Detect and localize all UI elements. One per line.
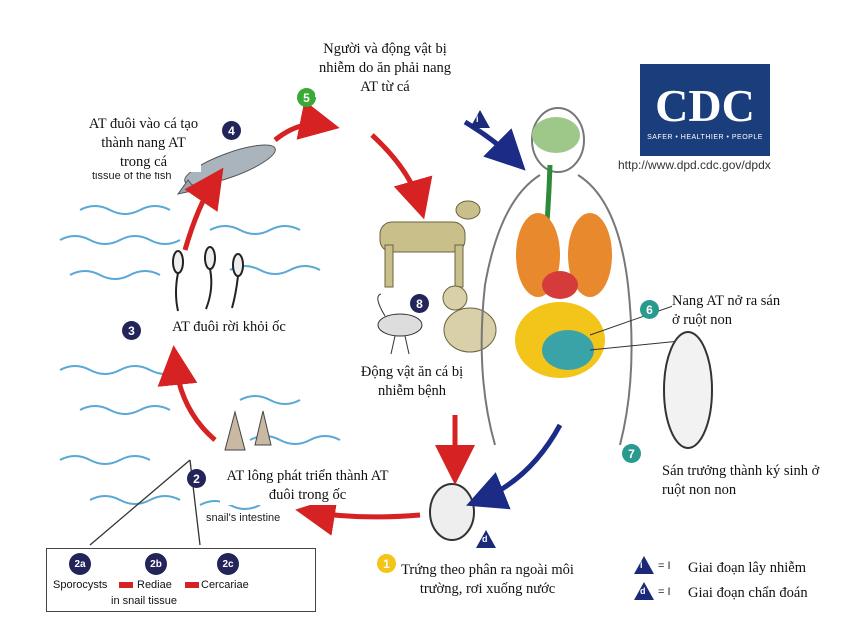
cdc-tagline: SAFER • HEALTHIER • PEOPLE [647,134,763,141]
stage-number-4: 4 [222,121,241,140]
label-stage-7: Sán trưởng thành ký sinh ở ruột non non [662,462,832,500]
snail-tissue-label: in snail tissue [111,595,178,607]
snail-icon [224,410,272,451]
bird-icon [377,293,423,355]
label-stage-5: Người và động vật bị nhiễm do ăn phải na… [315,40,455,97]
lung-right [568,213,612,297]
stage-number-1: 1 [377,554,396,573]
substage-cercariae: Cercariae [201,579,249,591]
cercariae-icon [172,246,244,312]
water-waves [59,205,341,510]
legend-infective-icon: i [634,556,654,574]
cdc-logo-text: CDC [655,80,755,131]
egg-icon [429,483,475,541]
legend-infective-equals: = I [658,560,671,572]
human-figure [480,107,633,446]
substage-2c-icon: 2c [217,553,239,575]
legend-diagnostic-icon: d [634,582,654,600]
label-stage-4: AT đuôi vào cá tạo thành nang AT trong c… [86,115,201,172]
stage-number-7: 7 [622,444,641,463]
dog-icon [379,200,481,288]
substage-rediae: Rediae [137,579,172,591]
source-url[interactable]: http://www.dpd.cdc.gov/dpdx [618,158,771,172]
fish-tissue-label: tissue of the fish [92,170,172,182]
stage-number-8: 8 [410,294,429,313]
cat-icon [442,285,497,353]
label-stage-2: AT lông phát triển thành AT đuôi trong ố… [220,467,395,505]
infective-marker-icon: i [470,110,490,128]
substage-2a-icon: 2a [69,553,91,575]
stage-number-6: 6 [640,300,659,319]
label-stage-3: AT đuôi rời khỏi ốc [146,318,312,337]
substage-2b-icon: 2b [145,553,167,575]
brain-organ [532,117,580,153]
label-stage-6: Nang AT nở ra sán ở ruột non [672,292,787,330]
snail-stage-box: 2a 2b 2c Sporocysts Rediae Cercariae in … [46,548,316,612]
stage-number-3: 3 [122,321,141,340]
label-stage-8: Động vật ăn cá bị nhiễm bệnh [352,363,472,401]
adult-fluke-icon [663,331,713,449]
legend-infective-label: Giai đoạn lây nhiễm [688,559,828,578]
cdc-logo: CDC SAFER • HEALTHIER • PEOPLE [640,64,770,156]
snail-intestine-label: snail's intestine [206,512,281,524]
legend-diagnostic-equals: = I [658,586,671,598]
stage-number-2: 2 [187,469,206,488]
substage-sporocysts: Sporocysts [53,579,108,591]
legend-diagnostic-label: Giai đoạn chẩn đoán [688,584,828,603]
substage-arrow-1 [119,582,133,588]
substage-arrow-2 [185,582,199,588]
label-stage-1: Trứng theo phân ra ngoài môi trường, rơi… [400,561,575,599]
diagnostic-marker-icon: d [476,530,496,548]
stage-number-5: 5 [297,88,316,107]
